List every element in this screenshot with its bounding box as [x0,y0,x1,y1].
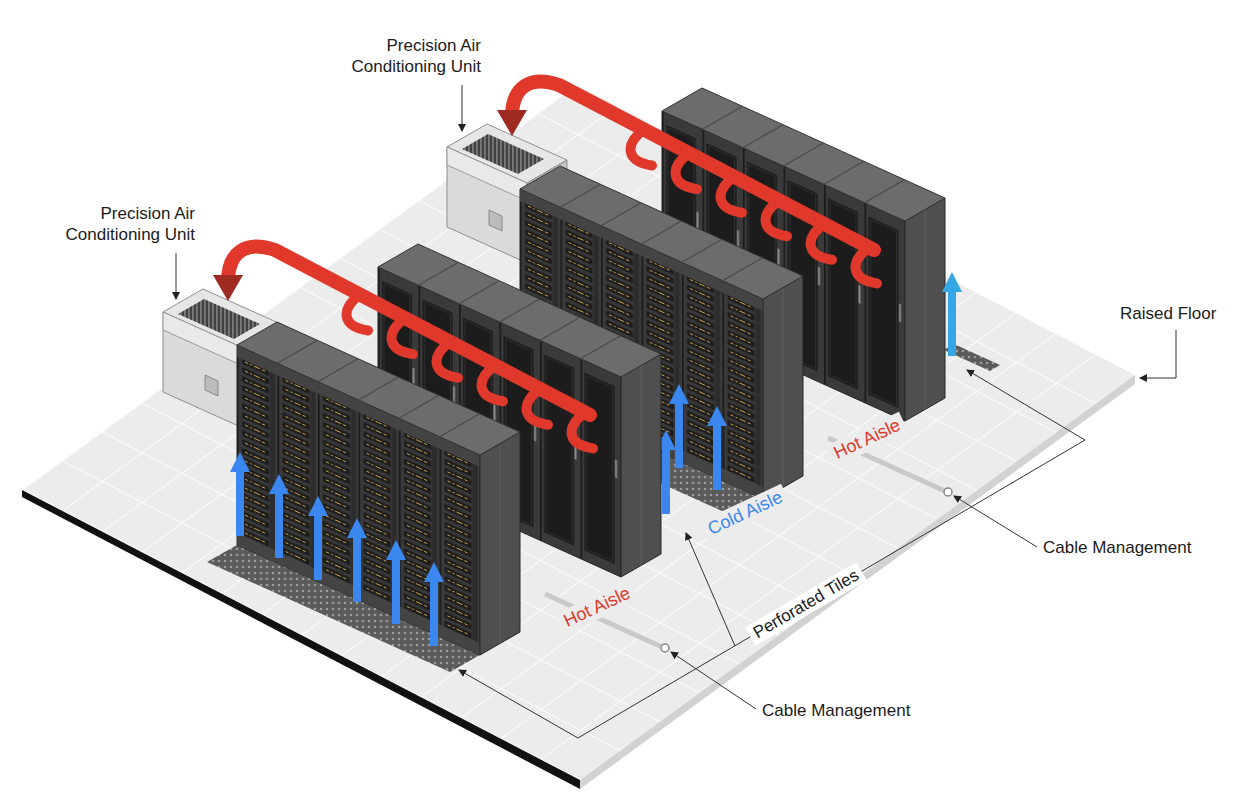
aisle-label: Cold Aisle [699,484,790,542]
cold-air-arrow [942,272,962,356]
bracket-line [967,370,1085,440]
leader-line [176,253,177,299]
cold-air-arrow [230,452,250,536]
cold-air-arrow [424,562,444,646]
floor-callout: Raised Floor [1120,303,1216,324]
bracket-line [578,440,1085,738]
hot-air-arrow [213,247,593,449]
leader-line [1140,330,1176,378]
unit-callout: Precision Air Conditioning Unit [321,35,481,78]
aisle-label: Hot Aisle [556,580,639,635]
aisle-label: Hot Aisle [826,412,909,467]
leader-line [462,85,463,131]
cable-callout: Cable Management [1043,537,1191,558]
bracket-line [459,670,578,738]
raised-floor [22,85,1135,780]
rack-row [237,322,520,655]
hot-air-arrow [497,82,877,284]
cold-air-arrow [707,406,727,490]
cold-air-arrow [347,518,367,602]
cold-air-arrow [669,384,689,468]
cold-air-arrow [269,474,289,558]
floor-edge [580,375,1135,789]
unit-callout: Precision Air Conditioning Unit [35,203,195,246]
cold-air-arrow [386,540,406,624]
cable-callout: Cable Management [762,700,910,721]
bracket-line [686,533,735,646]
tiles-callout: Perforated Tiles [745,562,867,646]
cold-air-arrow [308,496,328,580]
cable-dot [661,644,669,652]
cable-dot [944,488,952,496]
leader-line [954,496,1037,547]
leader-line [671,652,756,709]
